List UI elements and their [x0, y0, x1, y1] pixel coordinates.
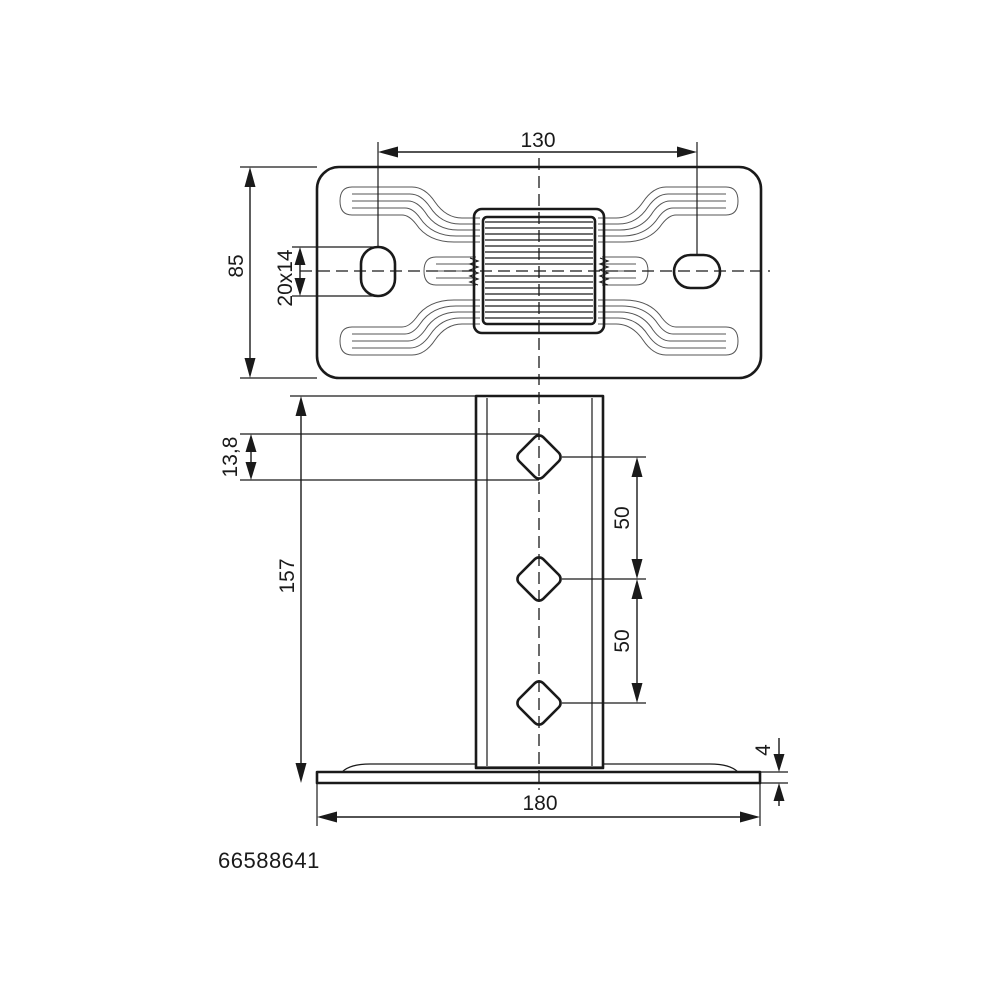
dimension-hole-spacing: 130 [377, 129, 698, 255]
diamond-hole-bottom [516, 680, 562, 726]
dim-hole-spacing-lower-value: 50 [611, 629, 634, 652]
dimension-base-thickness: 4 [752, 738, 788, 806]
dimension-hole-size: 13,8 [219, 433, 539, 481]
part-number: 66588641 [218, 848, 320, 873]
weld-seam-right [598, 257, 610, 286]
dim-base-length-value: 180 [522, 792, 557, 815]
dimension-base-length: 180 [316, 783, 761, 826]
dim-base-thickness-value: 4 [752, 744, 775, 756]
top-view: 130 85 20x14 [225, 129, 770, 385]
dimension-slot-size: 20x14 [274, 246, 378, 307]
dimension-plate-width: 85 [225, 166, 317, 379]
diamond-hole-top [516, 434, 562, 480]
base-plate-emboss [341, 763, 739, 773]
embossed-ribs [339, 186, 739, 356]
side-view: 157 13,8 50 50 [219, 392, 788, 826]
dimension-tube-height: 157 [276, 395, 476, 783]
dim-tube-height-value: 157 [276, 558, 299, 593]
dim-hole-spacing-value: 130 [520, 129, 555, 152]
diamond-hole-middle [516, 556, 562, 602]
dimension-hole-spacing-vertical: 50 50 [562, 456, 646, 704]
dim-plate-width-value: 85 [225, 254, 248, 277]
dim-hole-spacing-upper-value: 50 [611, 506, 634, 529]
dim-hole-size-value: 13,8 [219, 437, 242, 478]
dim-slot-size-value: 20x14 [274, 249, 297, 307]
